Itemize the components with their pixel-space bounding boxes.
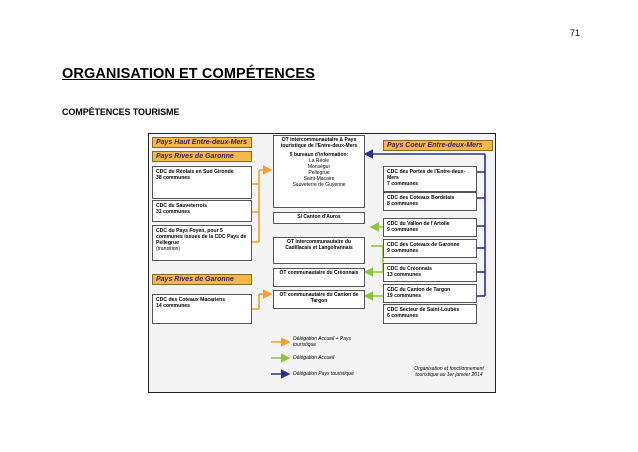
cdc-name: CDC du Canton de Targon — [387, 287, 451, 293]
ot-main-label: OT intercommunautaire & Pays touristique… — [280, 137, 358, 149]
cdc-count: 8 communes — [387, 201, 419, 208]
right-green-connectors — [363, 222, 384, 301]
ot-targon-label: OT communautaire du Canton de Targon — [279, 292, 359, 304]
cdc-count: 9 communes — [387, 248, 419, 255]
si-canton-auros: SI Canton d'Auros — [273, 212, 365, 224]
header-pays-rives-bottom: Pays Rives de Garonne — [152, 274, 252, 285]
bureaux-label: 5 bureaux d'information: — [289, 152, 349, 158]
cdc-creonnais: CDC du Créonnais 13 communes — [383, 263, 477, 282]
ot-cadillacais: OT intercommunautaire du Cadillacais et … — [273, 237, 365, 264]
cdc-name: CDC Secteur de Saint-Loubès — [387, 307, 460, 313]
cdc-coteaux-macariens: CDC des Coteaux Macariens 14 communes — [152, 294, 252, 324]
section-subtitle: COMPÉTENCES TOURISME — [62, 107, 180, 117]
cdc-coteaux-bordelais: CDC des Coteaux Bordelais 8 communes — [383, 192, 477, 211]
legend-accueil: Délégation Accueil — [293, 355, 335, 361]
bureau-item: La Réole — [308, 158, 329, 164]
bureau-item: Saint-Macaire — [303, 176, 335, 182]
cdc-vallon-artolie: CDC du Vallon de l'Artolie 9 communes — [383, 218, 477, 237]
cdc-count: 7 communes — [387, 181, 419, 188]
cdc-count: 38 communes — [156, 175, 190, 182]
cdc-count: 13 communes — [387, 272, 421, 279]
cdc-count: 14 communes — [156, 303, 190, 310]
cdc-saint-loubes: CDC Secteur de Saint-Loubès 6 communes — [383, 304, 477, 324]
cdc-name: CDC du Réolais en Sud Gironde — [156, 169, 234, 175]
cdc-name: CDC des Coteaux Macariens — [156, 297, 226, 303]
cdc-count: 6 communes — [387, 313, 419, 320]
page-number: 71 — [570, 28, 581, 38]
legend-pays-touristique: Délégation Pays touristique — [293, 371, 354, 377]
cdc-pays-foyen: CDC du Pays Foyen, pour 5 communes issue… — [152, 225, 252, 261]
ot-cadillac-label: OT intercommunautaire du Cadillacais et … — [285, 239, 353, 251]
cdc-count: (transition) — [156, 246, 181, 253]
ot-creonnais: OT communautaire du Créonnais — [273, 268, 365, 287]
cdc-portes: CDC des Portes de l'Entre-deux-Mers 7 co… — [383, 166, 477, 192]
header-pays-haut: Pays Haut Entre-deux-Mers — [152, 137, 252, 148]
header-pays-coeur: Pays Coeur Entre-deux-Mers — [383, 140, 493, 151]
right-blue-connectors — [363, 149, 486, 297]
cdc-name: CDC du Pays Foyen, pour 5 communes issue… — [156, 228, 247, 247]
cdc-name: CDC des Portes de l'Entre-deux-Mers — [387, 169, 466, 182]
cdc-count: 9 communes — [387, 227, 419, 234]
cdc-count: 32 communes — [156, 209, 190, 216]
cdc-count: 19 communes — [387, 293, 421, 300]
cdc-name: CDC du Vallon de l'Artolie — [387, 221, 450, 227]
cdc-sauveterrois: CDC du Sauveterrois 32 communes — [152, 200, 252, 222]
bureau-item: Monségur — [307, 164, 331, 170]
diagram-footnote: Organisation et fonctionnement touristiq… — [414, 366, 484, 378]
legend-accueil-pays: Délégation Accueil + Pays touristique — [293, 336, 352, 348]
cdc-name: CDC du Créonnais — [387, 266, 432, 272]
left-orange-connectors — [252, 165, 273, 310]
ot-creon-label: OT communautaire du Créonnais — [279, 270, 359, 276]
cdc-reolais: CDC du Réolais en Sud Gironde 38 commune… — [152, 166, 252, 199]
bureau-item: Sauveterre de Guyenne — [292, 182, 346, 188]
cdc-coteaux-garonne: CDC des Coteaux de Garonne 9 communes — [383, 239, 477, 258]
ot-intercommunautaire-main: OT intercommunautaire & Pays touristique… — [273, 135, 365, 208]
cdc-name: CDC des Coteaux Bordelais — [387, 195, 455, 201]
bureau-item: Pellegrue — [308, 170, 330, 176]
organisation-diagram: Pays Haut Entre-deux-Mers Pays Rives de … — [148, 133, 496, 393]
header-pays-rives-top: Pays Rives de Garonne — [152, 151, 252, 162]
cdc-canton-targon: CDC du Canton de Targon 19 communes — [383, 284, 477, 303]
diagram-connectors — [252, 149, 486, 379]
si-label: SI Canton d'Auros — [297, 214, 341, 220]
ot-targon: OT communautaire du Canton de Targon — [273, 290, 365, 309]
cdc-name: CDC du Sauveterrois — [156, 203, 207, 209]
cdc-name: CDC des Coteaux de Garonne — [387, 242, 460, 248]
page-title: ORGANISATION ET COMPÉTENCES — [62, 66, 315, 82]
